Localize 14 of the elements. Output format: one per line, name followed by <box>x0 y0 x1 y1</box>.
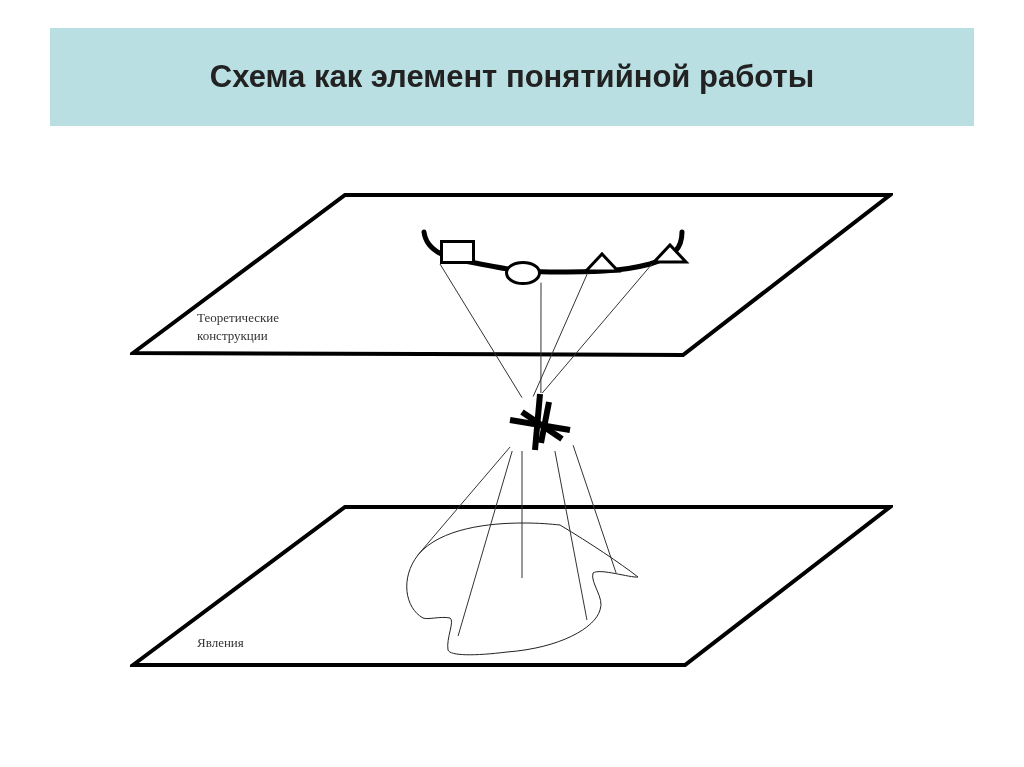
connector-line <box>417 446 511 556</box>
connector-line <box>540 282 542 394</box>
connector-line <box>457 450 513 637</box>
connector-line <box>541 263 653 394</box>
plane-label: Явления <box>197 634 245 652</box>
connector-line <box>521 450 523 579</box>
plane-parallelogram <box>130 504 893 668</box>
connector-line <box>532 272 589 397</box>
title: Схема как элемент понятийной работы <box>209 57 815 96</box>
plane-parallelogram <box>130 192 893 358</box>
connector-line <box>439 263 523 399</box>
plane-label: Теоретические конструкции <box>197 309 281 345</box>
connector-line <box>572 444 617 574</box>
connector-line <box>554 450 588 621</box>
